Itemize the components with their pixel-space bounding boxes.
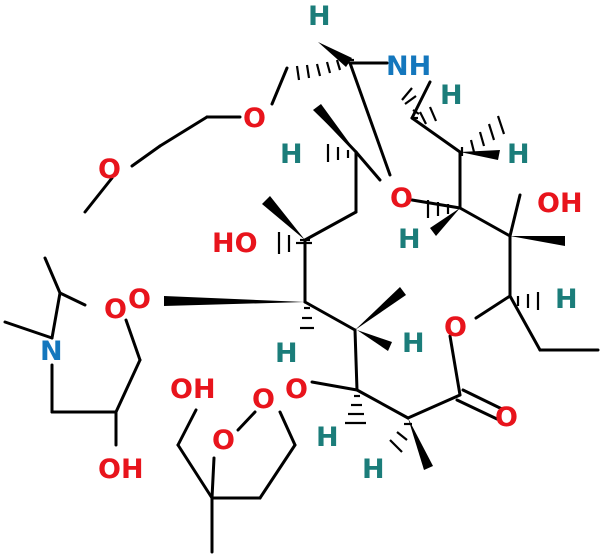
glycosidic-oxygen-label: O	[285, 374, 308, 405]
hydrogen-label: H	[275, 338, 298, 369]
ring-oxygen-label: O	[252, 384, 275, 415]
nitrogen-hydrogen-label: NH	[386, 51, 431, 82]
ether-oxygen-label: O	[243, 103, 266, 134]
ring-oxygen-label: O	[212, 425, 235, 456]
amine-nitrogen-label: N	[40, 336, 63, 367]
carbonyl-oxygen-label: O	[495, 402, 518, 433]
hydrogen-label: H	[398, 224, 421, 255]
hydrogen-label: H	[308, 1, 331, 32]
bonds	[3, 61, 600, 554]
hydroxyl-label: OH	[98, 454, 144, 485]
hydrogen-label: H	[507, 139, 530, 170]
atom-labels: H NH H O O H H O OH HO H O O H O N H H O…	[40, 1, 583, 485]
hydroxyl-label: OH	[537, 188, 583, 219]
hydroxyl-label: HO	[212, 228, 258, 259]
hydrogen-label: H	[280, 139, 303, 170]
hydrogen-label: H	[402, 328, 425, 359]
hydrogen-label: H	[555, 284, 578, 315]
hashed-bonds	[277, 58, 540, 453]
wedge-bonds	[164, 42, 565, 470]
ring-oxygen-label: O	[104, 294, 127, 325]
glycosidic-oxygen-label: O	[128, 284, 151, 315]
methoxy-oxygen-label: O	[98, 154, 121, 185]
hydrogen-label: H	[440, 80, 463, 111]
hydroxyl-label: OH	[170, 374, 216, 405]
hydrogen-label: H	[316, 422, 339, 453]
lactone-oxygen-label: O	[444, 312, 467, 343]
bridge-oxygen-label: O	[390, 183, 413, 214]
hydrogen-label: H	[362, 454, 385, 485]
